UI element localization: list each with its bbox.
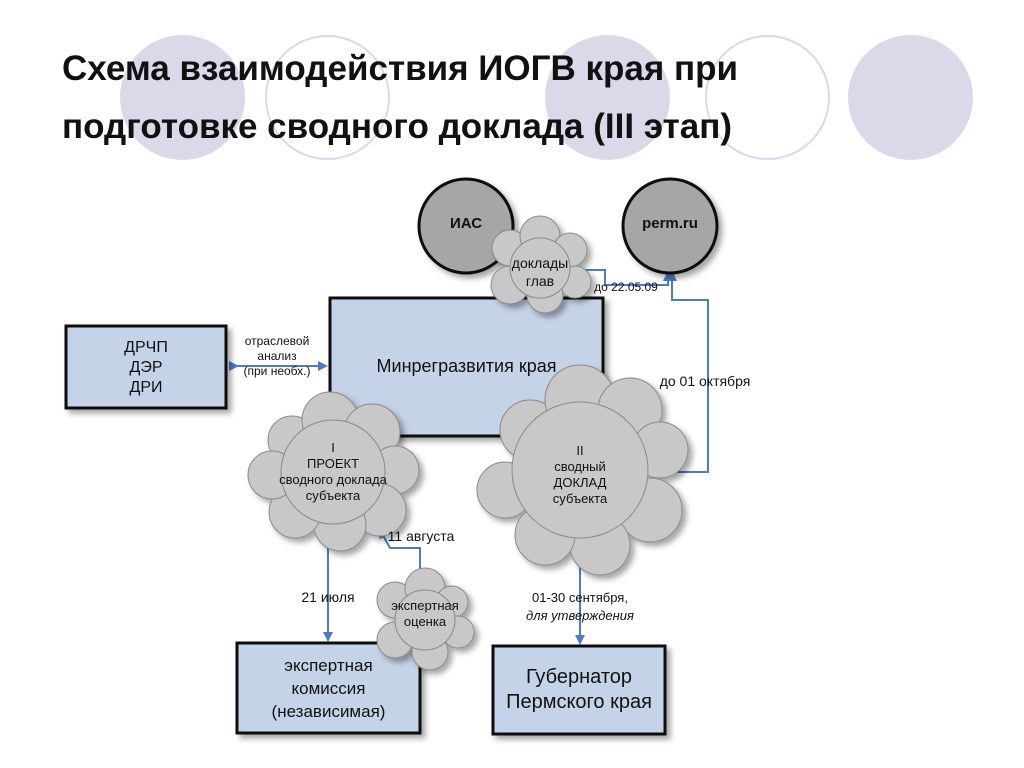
cloud-otsenka — [376, 567, 475, 671]
cloud-proekt — [247, 391, 420, 552]
decor-circle-2 — [545, 35, 670, 160]
connectors — [229, 269, 709, 645]
sep-label: 01-30 сентября, для утверждения — [526, 590, 634, 623]
drchp-label: ДРЧП ДЭР ДРИ — [124, 339, 168, 396]
otraslevoy-label: отраслевой анализ (при необх.) — [243, 334, 311, 378]
otsenka-cloud-label: экспертная оценка — [391, 598, 459, 629]
slide-title-line2: подготовке сводного доклада (III этап) — [62, 107, 733, 146]
decor-circle-1 — [120, 35, 245, 160]
ias-label: ИАС — [449, 215, 483, 232]
decor-ring-1 — [265, 35, 390, 160]
permru-circle — [621, 177, 719, 275]
proekt-cloud-label: I ПРОЕКТ сводного доклада субъекта — [279, 440, 387, 503]
do-01-oct-label: до 01 октября — [659, 373, 751, 389]
svodny-cloud-label: II сводный ДОКЛАД субъекта — [552, 443, 608, 506]
gubernator-label: Губернатор Пермского края — [506, 666, 652, 713]
arrow-doklady-permru — [585, 269, 673, 286]
arrow-otsenka-proekt — [379, 528, 421, 583]
do-2205-label: до 22.05.09 — [594, 280, 658, 294]
arrow-svodny-permru — [665, 271, 709, 473]
doklady-cloud-label: доклады глав — [511, 255, 569, 289]
decor-ring-2 — [705, 35, 830, 160]
cloud-doklady — [490, 215, 592, 314]
slide-title-line1: Схема взаимодействия ИОГВ края при — [62, 49, 739, 88]
komissiya-box — [235, 641, 422, 735]
cloud-svodny — [476, 364, 689, 576]
komissiya-label: экспертная комиссия (независимая) — [271, 656, 386, 721]
decor-circle-3 — [848, 35, 973, 160]
aug-11-label: 11 августа — [387, 528, 455, 544]
slide-title: Схема взаимодействия ИОГВ края при подго… — [62, 40, 862, 156]
jul-21-label: 21 июля — [301, 589, 355, 605]
drchp-box — [64, 324, 228, 410]
permru-label: perm.ru — [642, 215, 698, 232]
ias-circle — [417, 177, 515, 275]
gubernator-box — [491, 644, 667, 736]
minreg-label: Минрегразвития края — [376, 356, 557, 376]
